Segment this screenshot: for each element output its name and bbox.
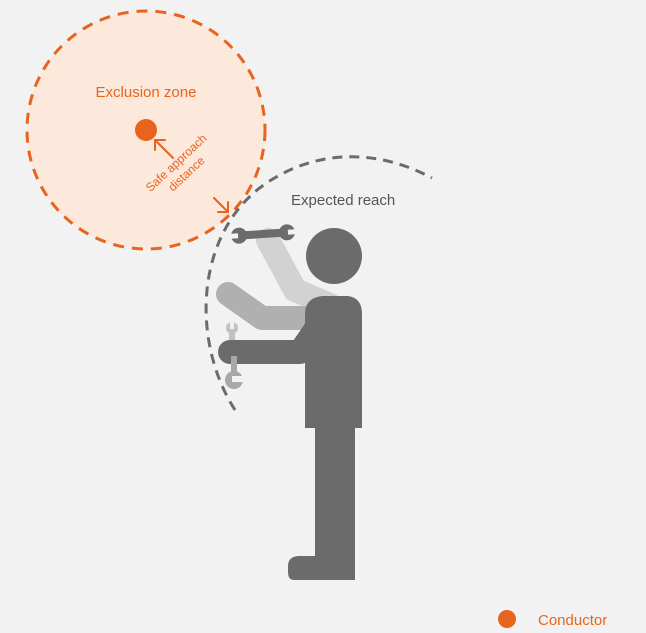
exclusion-zone-label: Exclusion zone [96, 84, 197, 101]
legend: Conductor [498, 610, 607, 629]
expected-reach-label: Expected reach [291, 192, 395, 209]
conductor-icon [498, 610, 516, 628]
exclusion-zone: Exclusion zone [27, 11, 265, 249]
worker-head [306, 228, 362, 284]
legend-conductor-label: Conductor [538, 612, 607, 629]
wrench-icon [226, 321, 238, 341]
conductor-icon [135, 119, 157, 141]
worker-foot [288, 546, 355, 580]
